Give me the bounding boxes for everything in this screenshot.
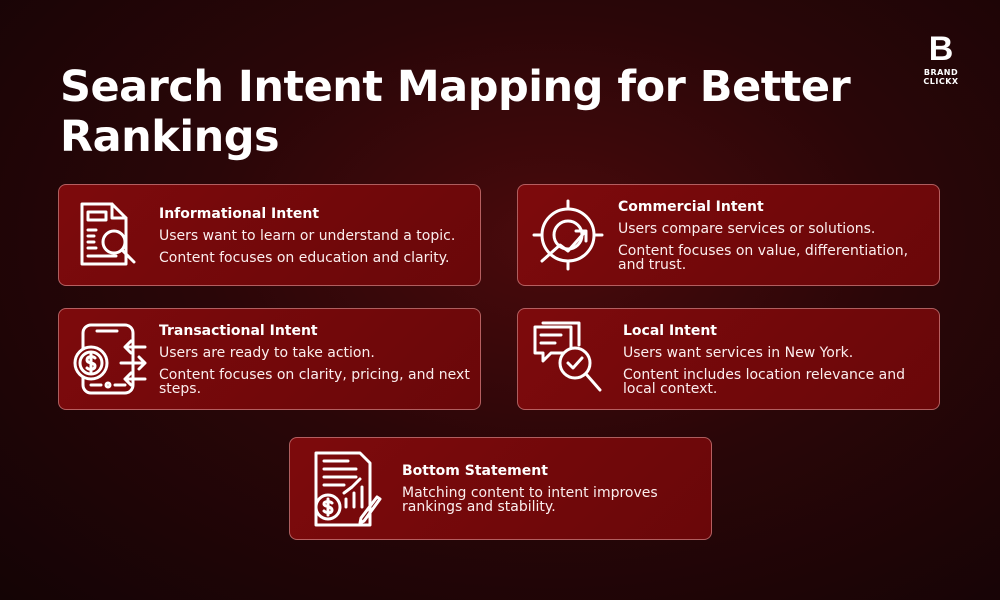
card-text: Users want services in New York. (623, 344, 854, 361)
card-local: Local Intent Users want services in New … (517, 308, 940, 410)
card-text: Matching content to intent improves rank… (402, 485, 658, 515)
card-informational: Informational Intent Users want to learn… (58, 184, 481, 286)
card-text: Content focuses on value, differentiatio… (618, 242, 909, 273)
card-text: Users are ready to take action. (159, 344, 375, 361)
logo-name: BRAND CLICKX (923, 68, 959, 86)
chat-search-check-icon (518, 319, 623, 399)
card-text: Content includes location relevance and … (623, 366, 905, 397)
card-text: Content focuses on clarity, pricing, and… (159, 366, 470, 397)
card-heading: Bottom Statement (402, 463, 548, 479)
target-growth-icon (518, 197, 618, 273)
card-transactional: Transactional Intent Users are ready to … (58, 308, 481, 410)
document-search-icon (59, 200, 159, 270)
card-commercial: Commercial Intent Users compare services… (517, 184, 940, 286)
page-title: Search Intent Mapping for Better Ranking… (60, 62, 851, 162)
card-heading: Informational Intent (159, 205, 320, 222)
card-heading: Commercial Intent (618, 198, 764, 215)
card-bottom-statement: Bottom Statement Matching content to int… (289, 437, 712, 540)
mobile-payment-icon (59, 319, 159, 399)
card-text: Users compare services or solutions. (618, 220, 876, 237)
card-heading: Local Intent (623, 322, 717, 339)
logo-letter: B (928, 30, 954, 68)
report-dollar-icon (290, 449, 402, 529)
card-text: Users want to learn or understand a topi… (159, 227, 456, 244)
brand-logo: B BRAND CLICKX (906, 32, 976, 86)
card-heading: Transactional Intent (159, 322, 318, 339)
card-text: Content focuses on education and clarity… (159, 249, 450, 266)
